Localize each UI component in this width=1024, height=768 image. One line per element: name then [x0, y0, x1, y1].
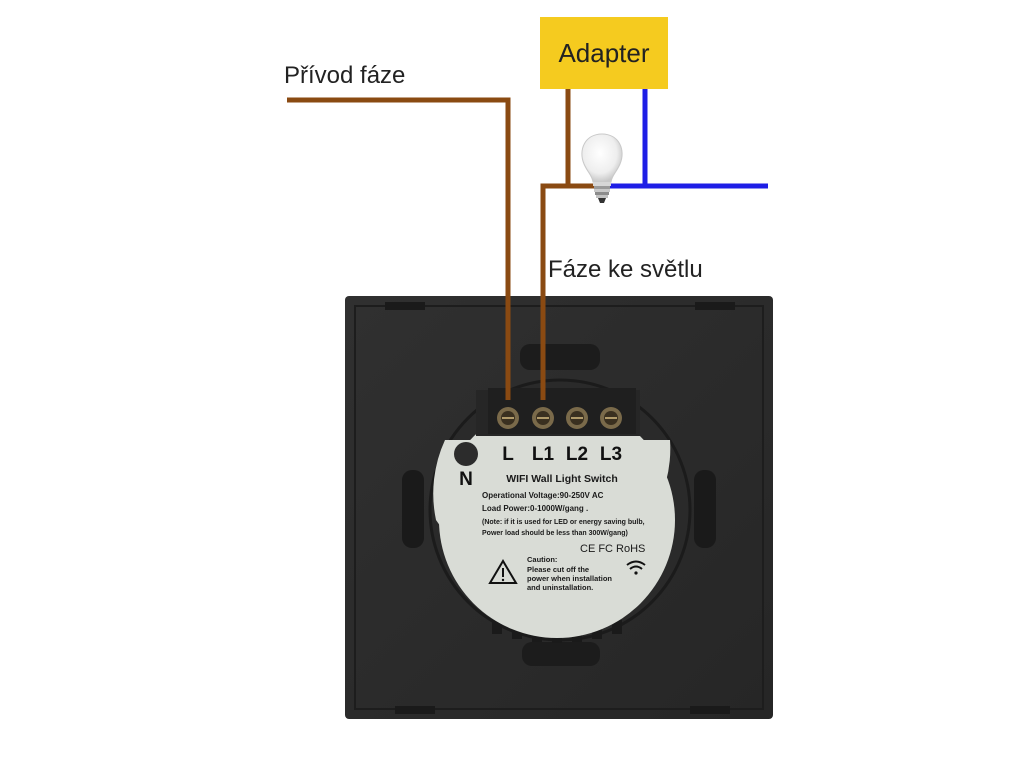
warning-icon [488, 559, 518, 584]
device-title: WIFI Wall Light Switch [506, 473, 618, 485]
neutral-label: N [459, 469, 473, 490]
caution-line-1: Please cut off the [527, 565, 589, 574]
caution-line-2: power when installation [527, 574, 612, 583]
caution-line-3: and uninstallation. [527, 583, 593, 592]
terminal-label-l2: L2 [566, 444, 588, 465]
phase-supply-label: Přívod fáze [284, 62, 406, 89]
terminal-label-l: L [502, 444, 514, 465]
terminal-screw-l [497, 407, 519, 429]
mount-slot-right [694, 470, 716, 548]
terminal-screw-l1 [532, 407, 554, 429]
neutral-wire [608, 89, 768, 189]
terminal-block [488, 388, 636, 434]
terminal-screw-l2 [566, 407, 588, 429]
neutral-terminal [454, 442, 478, 466]
adapter-label: Adapter [558, 37, 650, 68]
phase-to-light-wire [540, 183, 600, 400]
terminal-label-l3: L3 [600, 444, 622, 465]
spec-note-2: Power load should be less than 300W/gang… [482, 530, 628, 537]
phase-to-light-label: Fáze ke světlu [548, 256, 703, 283]
terminal-screw-l3 [600, 407, 622, 429]
caution-title: Caution: [527, 555, 557, 564]
phase-supply-wire [287, 97, 511, 400]
mount-slot-left [402, 470, 424, 548]
spec-note-1: (Note: if it is used for LED or energy s… [482, 519, 645, 526]
spec-voltage: Operational Voltage:90-250V AC [482, 491, 604, 500]
bottom-clip [522, 642, 600, 666]
terminal-label-l1: L1 [532, 444, 555, 465]
light-bulb-icon [581, 133, 623, 203]
top-clip [520, 344, 600, 370]
certification-marks: CE FC RoHS [580, 543, 645, 555]
spec-load: Load Power:0-1000W/gang . [482, 504, 588, 513]
adapter-box: Adapter [540, 17, 668, 89]
wifi-icon [626, 560, 646, 575]
